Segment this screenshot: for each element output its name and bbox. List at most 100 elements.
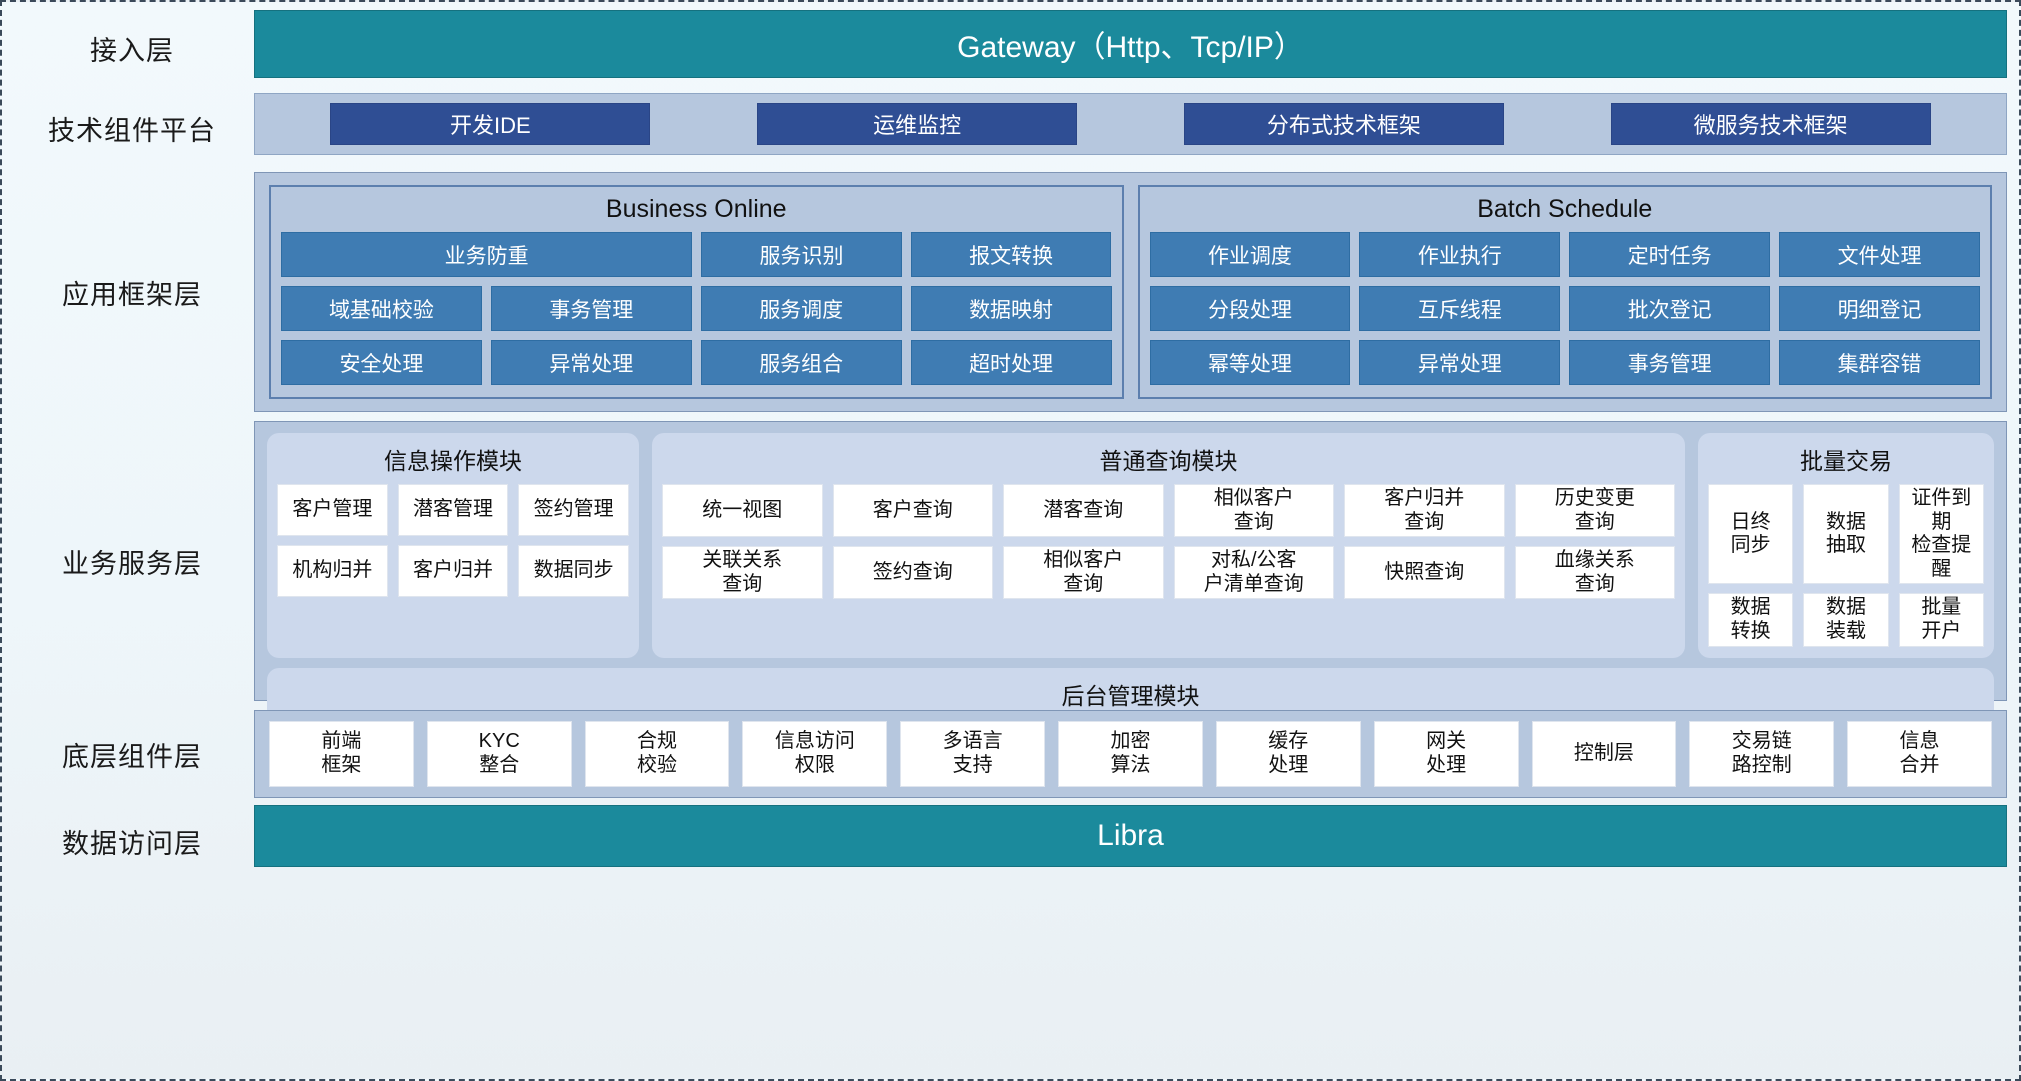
fw-chip-exception-handling-batch[interactable]: 异常处理 <box>1359 340 1561 385</box>
cell-customer-merge-query[interactable]: 客户归并查询 <box>1344 484 1505 538</box>
fw-chip-security-handling[interactable]: 安全处理 <box>281 340 482 385</box>
module-row: 数据转换 数据装载 批量开户 <box>1708 593 1984 647</box>
fw-chip-timeout-handling[interactable]: 超时处理 <box>910 340 1112 385</box>
fw-chip-service-identify[interactable]: 服务识别 <box>701 232 902 277</box>
cell-org-merge[interactable]: 机构归并 <box>277 545 388 597</box>
fw-chip-cluster-fault-tolerance[interactable]: 集群容错 <box>1779 340 1980 385</box>
module-title: 信息操作模块 <box>384 448 522 474</box>
spacer <box>10 701 2007 710</box>
layer-label-data: 数据访问层 <box>62 828 202 859</box>
module-row: 关联关系查询 签约查询 相似客户查询 对私/公客户清单查询 快照查询 血缘关系查… <box>662 546 1675 600</box>
cell-data-load[interactable]: 数据装载 <box>1803 593 1889 647</box>
module-batch-trade: 批量交易 日终同步 数据抽取 证件到期检查提醒 数据转换 数据装载 批量开户 <box>1698 433 1994 658</box>
cell-compliance-check[interactable]: 合规校验 <box>584 721 730 787</box>
layer-label-base: 底层组件层 <box>62 741 202 772</box>
spacer <box>10 86 2007 93</box>
fw-chip-message-transform[interactable]: 报文转换 <box>910 232 1112 277</box>
cell-data-extract[interactable]: 数据抽取 <box>1803 484 1889 585</box>
group-title: Business Online <box>605 195 787 223</box>
fw-chip-file-handling[interactable]: 文件处理 <box>1779 232 1980 277</box>
cell-contract-query[interactable]: 签约查询 <box>832 546 993 600</box>
cell-contract-mgmt[interactable]: 签约管理 <box>518 484 630 536</box>
cell-multilanguage-support[interactable]: 多语言支持 <box>900 721 1046 787</box>
tech-chip-distributed-framework[interactable]: 分布式技术框架 <box>1183 103 1504 145</box>
cell-customer-mgmt[interactable]: 客户管理 <box>277 484 388 536</box>
tech-platform-band: 开发IDE 运维监控 分布式技术框架 微服务技术框架 <box>254 93 2007 155</box>
app-framework-band: Business Online 业务防重 服务识别 报文转换 域基础校验 事务管… <box>254 172 2007 412</box>
fw-chip-job-schedule[interactable]: 作业调度 <box>1149 232 1351 277</box>
fw-chip-detail-register[interactable]: 明细登记 <box>1779 286 1980 331</box>
module-common-query: 普通查询模块 统一视图 客户查询 潜客查询 相似客户查询 客户归并查询 历史变更… <box>652 433 1685 658</box>
cell-data-transform[interactable]: 数据转换 <box>1708 593 1794 647</box>
layer-label-access: 接入层 <box>90 35 174 66</box>
cell-relation-query[interactable]: 关联关系查询 <box>662 546 823 600</box>
fw-chip-transaction-mgmt-batch[interactable]: 事务管理 <box>1569 340 1771 385</box>
framework-row: 业务防重 服务识别 报文转换 <box>281 232 1112 277</box>
fw-chip-service-composition[interactable]: 服务组合 <box>700 340 902 385</box>
fw-chip-data-mapping[interactable]: 数据映射 <box>910 286 1112 331</box>
cell-transaction-chain-control[interactable]: 交易链路控制 <box>1689 721 1835 787</box>
module-row: 统一视图 客户查询 潜客查询 相似客户查询 客户归并查询 历史变更查询 <box>662 484 1675 538</box>
cell-eod-sync[interactable]: 日终同步 <box>1708 484 1794 585</box>
cell-unified-view[interactable]: 统一视图 <box>662 484 823 538</box>
cell-similar-customer-query-2[interactable]: 相似客户查询 <box>1003 546 1164 600</box>
cell-retail-corporate-list-query[interactable]: 对私/公客户清单查询 <box>1173 546 1334 600</box>
cell-gateway-handling[interactable]: 网关处理 <box>1373 721 1519 787</box>
layer-row-data: 数据访问层 Libra <box>10 805 2007 877</box>
cell-batch-account-open[interactable]: 批量开户 <box>1898 593 1984 647</box>
spacer <box>10 412 2007 421</box>
framework-row: 幂等处理 异常处理 事务管理 集群容错 <box>1149 340 1980 385</box>
cell-control-layer[interactable]: 控制层 <box>1531 721 1677 787</box>
cell-customer-query[interactable]: 客户查询 <box>832 484 993 538</box>
tech-chip-ops-monitor[interactable]: 运维监控 <box>757 103 1078 145</box>
cell-prospect-query[interactable]: 潜客查询 <box>1003 484 1164 538</box>
cell-prospect-mgmt[interactable]: 潜客管理 <box>397 484 509 536</box>
layer-row-biz: 业务服务层 信息操作模块 客户管理 潜客管理 签约管理 <box>10 421 2007 783</box>
gateway-band: Gateway（Http、Tcp/IP） <box>254 10 2007 78</box>
cell-snapshot-query[interactable]: 快照查询 <box>1344 546 1505 600</box>
module-title: 批量交易 <box>1800 448 1892 474</box>
tech-chip-microservice-framework[interactable]: 微服务技术框架 <box>1610 103 1931 145</box>
fw-chip-batch-register[interactable]: 批次登记 <box>1569 286 1771 331</box>
layer-label-tech: 技术组件平台 <box>48 115 216 146</box>
framework-row: 安全处理 异常处理 服务组合 超时处理 <box>281 340 1112 385</box>
fw-chip-segment-handling[interactable]: 分段处理 <box>1149 286 1351 331</box>
cell-history-change-query[interactable]: 历史变更查询 <box>1514 484 1675 538</box>
cell-data-sync[interactable]: 数据同步 <box>518 545 630 597</box>
fw-chip-exception-handling[interactable]: 异常处理 <box>490 340 692 385</box>
cell-certificate-expiry-reminder[interactable]: 证件到期检查提醒 <box>1898 484 1984 585</box>
module-row: 日终同步 数据抽取 证件到期检查提醒 <box>1708 484 1984 585</box>
layer-row-tech: 技术组件平台 开发IDE 运维监控 分布式技术框架 微服务技术框架 <box>10 93 2007 163</box>
fw-chip-business-dedup[interactable]: 业务防重 <box>281 232 693 277</box>
fw-chip-idempotent-handling[interactable]: 幂等处理 <box>1149 340 1351 385</box>
tech-chip-ide[interactable]: 开发IDE <box>330 103 651 145</box>
spacer <box>10 163 2007 172</box>
fw-chip-domain-validation[interactable]: 域基础校验 <box>281 286 482 331</box>
cell-frontend-framework[interactable]: 前端框架 <box>269 721 414 787</box>
business-service-band: 信息操作模块 客户管理 潜客管理 签约管理 机构归并 客户归并 数据同步 <box>254 421 2007 783</box>
fw-chip-mutex-thread[interactable]: 互斥线程 <box>1359 286 1561 331</box>
cell-encryption-algorithm[interactable]: 加密算法 <box>1058 721 1203 787</box>
fw-chip-timed-task[interactable]: 定时任务 <box>1569 232 1771 277</box>
cell-info-merge[interactable]: 信息合并 <box>1847 721 1992 787</box>
layer-label-biz: 业务服务层 <box>62 548 202 579</box>
fw-chip-transaction-mgmt[interactable]: 事务管理 <box>490 286 692 331</box>
cell-similar-customer-query[interactable]: 相似客户查询 <box>1173 484 1334 538</box>
layer-row-access: 接入层 Gateway（Http、Tcp/IP） <box>10 10 2007 86</box>
fw-chip-service-dispatch[interactable]: 服务调度 <box>700 286 902 331</box>
layer-label-appfw: 应用框架层 <box>62 279 202 310</box>
cell-customer-merge[interactable]: 客户归并 <box>397 545 509 597</box>
group-title: Batch Schedule <box>1477 195 1653 223</box>
data-access-band: Libra <box>254 805 2007 867</box>
cell-info-access-permission[interactable]: 信息访问权限 <box>742 721 888 787</box>
module-row: 客户管理 潜客管理 签约管理 <box>277 484 630 536</box>
framework-row: 作业调度 作业执行 定时任务 文件处理 <box>1149 232 1980 277</box>
module-title: 普通查询模块 <box>1099 448 1238 474</box>
cell-cache-handling[interactable]: 缓存处理 <box>1215 721 1361 787</box>
cell-kinship-relation-query[interactable]: 血缘关系查询 <box>1514 546 1675 600</box>
fw-chip-job-execute[interactable]: 作业执行 <box>1359 232 1561 277</box>
